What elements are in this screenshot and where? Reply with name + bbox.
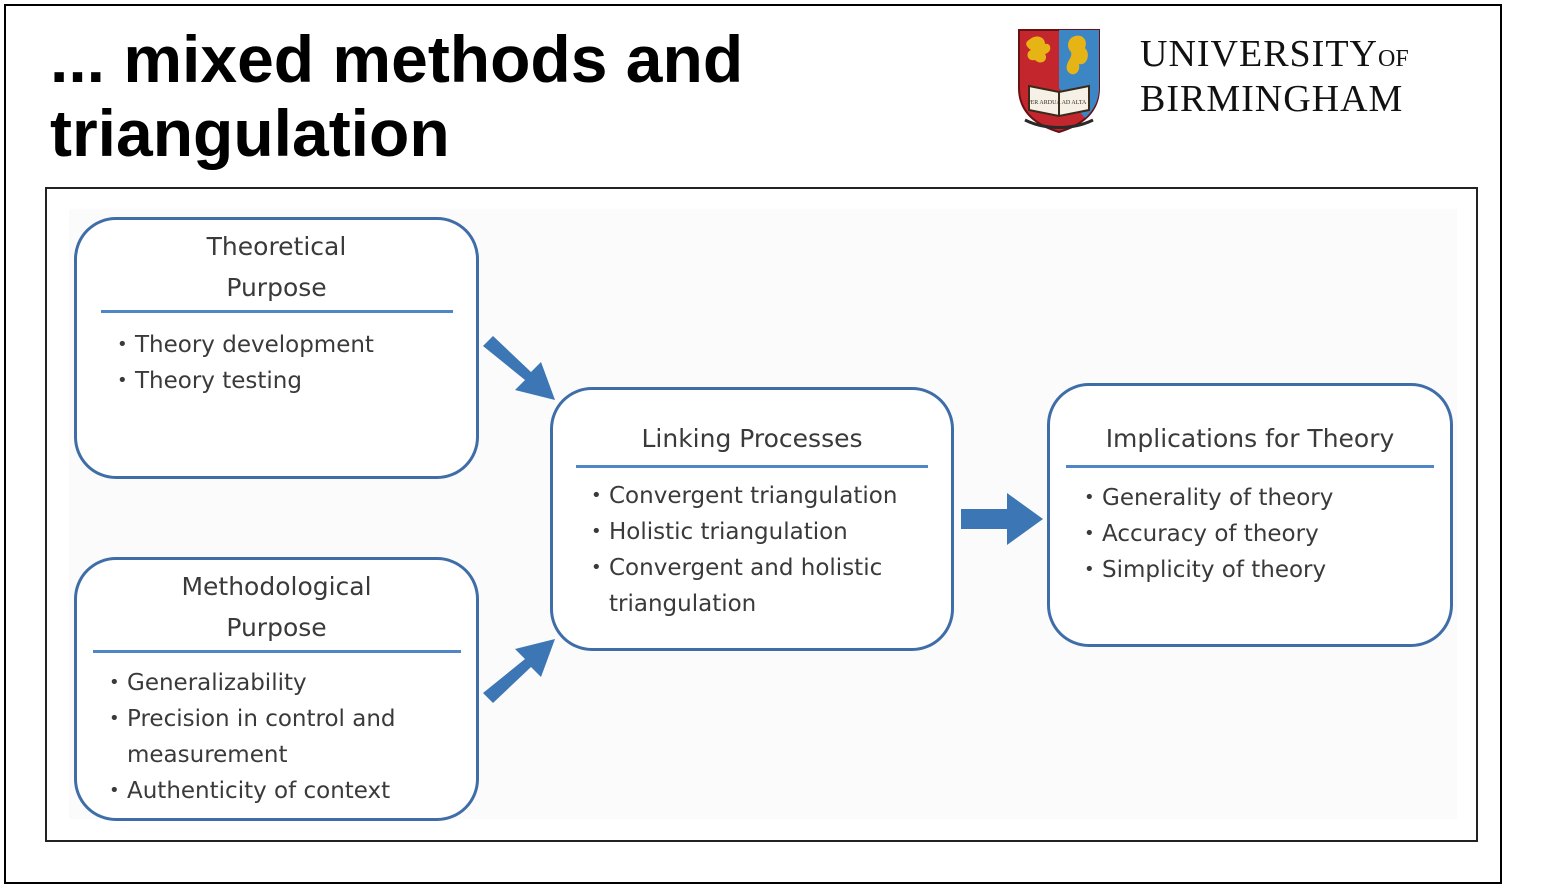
list-item: Precision in control and bbox=[109, 701, 476, 737]
list-item: Generality of theory bbox=[1084, 480, 1450, 516]
theoretical-purpose-title: Theoretical Purpose bbox=[77, 220, 476, 308]
arrow-right-icon bbox=[961, 493, 1043, 545]
crest-motto-left: PER ARDUA bbox=[1027, 100, 1061, 106]
implications-title: Implications for Theory bbox=[1105, 424, 1395, 453]
list-item: Theory testing bbox=[117, 363, 476, 399]
implications-list: Generality of theory Accuracy of theory … bbox=[1084, 480, 1450, 588]
linking-processes-box: Linking Processes Convergent triangulati… bbox=[550, 387, 954, 651]
university-wordmark: UNIVERSITYOF BIRMINGHAM bbox=[1140, 34, 1409, 119]
crest-motto-right: AD ALTA bbox=[1062, 100, 1087, 106]
list-item: Authenticity of context bbox=[109, 773, 476, 809]
implications-divider bbox=[1066, 465, 1434, 468]
methodological-title-line2: Purpose bbox=[226, 613, 327, 642]
list-item: Accuracy of theory bbox=[1084, 516, 1450, 552]
list-item: Convergent and holistic bbox=[591, 550, 951, 586]
slide-title: ... mixed methods and triangulation bbox=[50, 22, 870, 170]
methodological-purpose-title: Methodological Purpose bbox=[77, 560, 476, 648]
wordmark-line1: UNIVERSITY bbox=[1140, 33, 1378, 75]
theoretical-list: Theory development Theory testing bbox=[117, 327, 476, 399]
theoretical-divider bbox=[100, 310, 453, 313]
wordmark-of: OF bbox=[1377, 46, 1409, 72]
diagram-frame: Theoretical Purpose Theory development T… bbox=[45, 187, 1478, 842]
list-item-continuation: triangulation bbox=[591, 586, 951, 622]
implications-box: Implications for Theory Generality of th… bbox=[1047, 383, 1453, 647]
list-item-continuation: measurement bbox=[109, 737, 476, 773]
slide-title-line1: ... mixed methods and bbox=[50, 22, 744, 96]
list-item: Theory development bbox=[117, 327, 476, 363]
list-item: Convergent triangulation bbox=[591, 478, 951, 514]
list-item-continuation-text: triangulation bbox=[609, 591, 757, 617]
theoretical-title-line1: Theoretical bbox=[206, 232, 347, 261]
slide-title-line2: triangulation bbox=[50, 96, 450, 170]
methodological-divider bbox=[92, 650, 461, 653]
methodological-title-line1: Methodological bbox=[181, 572, 372, 601]
methodological-purpose-box: Methodological Purpose Generalizability … bbox=[74, 557, 479, 821]
linking-divider bbox=[576, 465, 928, 468]
university-crest-icon: PER ARDUA AD ALTA bbox=[1018, 29, 1100, 134]
arrow-up-right-icon bbox=[483, 639, 555, 703]
list-item: Simplicity of theory bbox=[1084, 552, 1450, 588]
theoretical-title-line2: Purpose bbox=[226, 273, 327, 302]
theoretical-purpose-box: Theoretical Purpose Theory development T… bbox=[74, 217, 479, 479]
list-item: Generalizability bbox=[109, 665, 476, 701]
list-item: Holistic triangulation bbox=[591, 514, 951, 550]
wordmark-line2: BIRMINGHAM bbox=[1140, 78, 1404, 120]
linking-processes-title: Linking Processes bbox=[641, 424, 863, 453]
arrow-down-right-icon bbox=[483, 336, 555, 400]
list-item-continuation-text: measurement bbox=[127, 742, 288, 768]
linking-list: Convergent triangulation Holistic triang… bbox=[591, 478, 951, 622]
methodological-list: Generalizability Precision in control an… bbox=[109, 665, 476, 809]
